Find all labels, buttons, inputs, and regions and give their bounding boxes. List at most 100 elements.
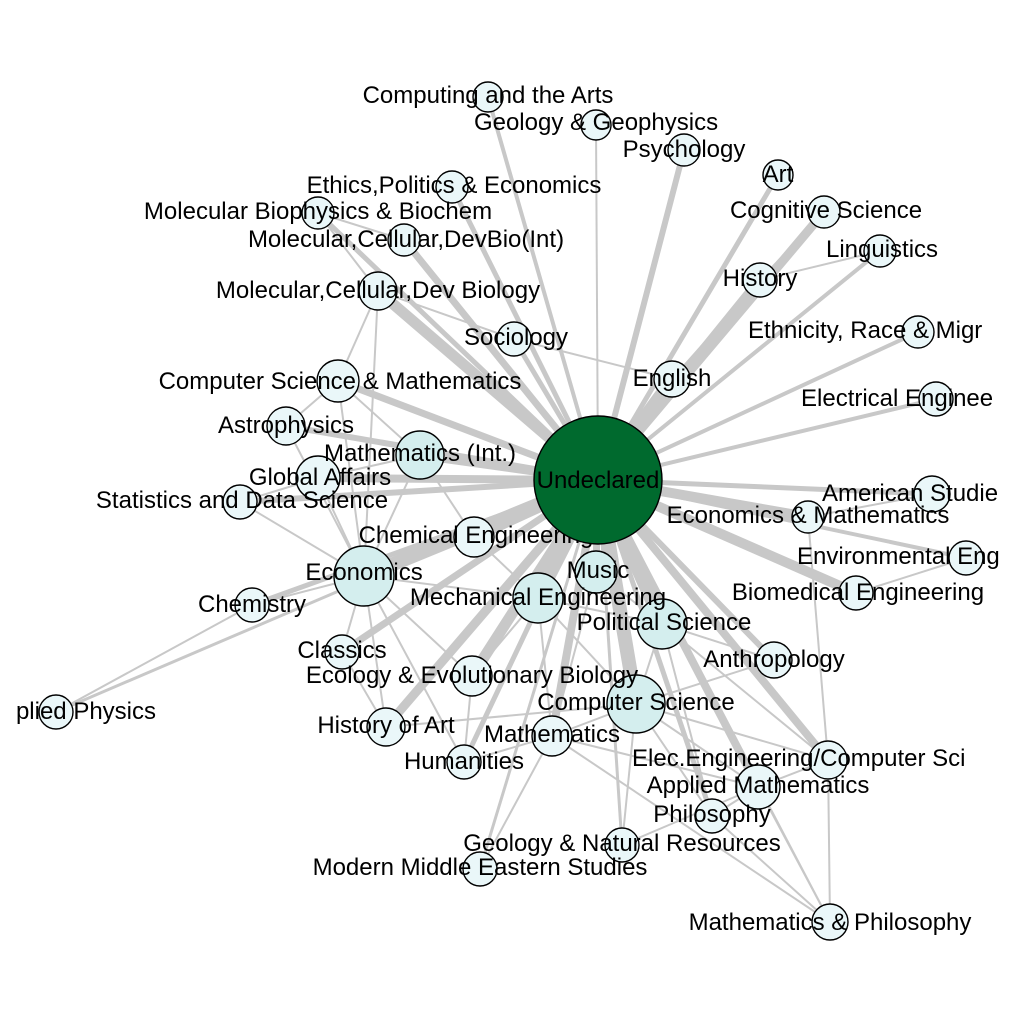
node-chemical-engineering[interactable] xyxy=(453,516,495,558)
node-circle xyxy=(512,572,564,624)
node-applied-physics[interactable] xyxy=(38,694,74,730)
node-philosophy[interactable] xyxy=(694,798,730,834)
node-cs-math[interactable] xyxy=(316,359,360,403)
node-circle xyxy=(358,271,398,311)
node-computing-arts[interactable] xyxy=(472,81,504,113)
center-node-label: Undeclared xyxy=(537,467,660,494)
node-label-modern-middle-eastern: Modern Middle Eastern Studies xyxy=(313,854,648,881)
node-circle xyxy=(462,851,498,887)
edge-geology-natural-resources-applied-mathematics xyxy=(621,786,759,846)
node-circle xyxy=(901,315,935,349)
node-anthropology[interactable] xyxy=(755,641,793,679)
node-linguistics[interactable] xyxy=(863,234,897,268)
node-mathematics[interactable] xyxy=(531,715,573,757)
node-chemistry[interactable] xyxy=(234,587,270,623)
node-circle xyxy=(446,744,482,780)
node-ethnicity-race[interactable] xyxy=(901,315,935,349)
node-environmental-engineering[interactable] xyxy=(948,540,984,576)
node-label-english: English xyxy=(633,365,712,392)
node-circle xyxy=(301,196,335,230)
node-label-philosophy: Philosophy xyxy=(653,801,770,828)
node-computer-science[interactable] xyxy=(606,674,666,734)
node-label-economics-mathematics: Economics & Mathematics xyxy=(667,502,950,529)
edge-linguistics-history xyxy=(759,250,881,281)
node-history[interactable] xyxy=(742,262,778,298)
node-applied-mathematics[interactable] xyxy=(735,764,781,810)
edge-computer-science-history-of-art xyxy=(385,703,637,728)
node-english[interactable] xyxy=(653,360,691,398)
node-classics[interactable] xyxy=(324,634,360,670)
node-label-environmental-engineering: Environmental Eng xyxy=(797,543,1000,570)
edge-ee-cs-math-philosophy xyxy=(827,759,831,923)
edge-mcdb-sociology xyxy=(377,290,515,340)
node-label-mathematics: Mathematics xyxy=(484,721,620,748)
edge-undeclared-applied-physics xyxy=(54,478,600,714)
edge-mathematics-applied-mathematics xyxy=(551,735,759,788)
node-circle xyxy=(266,406,306,446)
edge-undeclared-math-philosophy xyxy=(597,479,831,923)
node-ecology-evolutionary-biology[interactable] xyxy=(451,655,493,697)
node-modern-middle-eastern[interactable] xyxy=(462,851,498,887)
node-electrical-engineering[interactable] xyxy=(918,381,954,417)
node-economics-mathematics[interactable] xyxy=(791,500,825,534)
node-circle xyxy=(755,641,793,679)
node-mechanical-engineering[interactable] xyxy=(512,572,564,624)
node-art[interactable] xyxy=(762,159,794,191)
node-molecular-biophysics[interactable] xyxy=(301,196,335,230)
node-label-economics: Economics xyxy=(305,559,422,586)
node-political-science[interactable] xyxy=(636,598,688,650)
node-label-chemistry: Chemistry xyxy=(198,591,306,618)
node-history-of-art[interactable] xyxy=(366,707,406,747)
edge-biomedical-engineering-environmental-engineering xyxy=(855,557,967,594)
node-circle xyxy=(742,262,778,298)
node-music[interactable] xyxy=(574,550,618,594)
node-economics[interactable] xyxy=(333,545,395,607)
node-label-global-affairs: Global Affairs xyxy=(249,464,391,491)
node-label-geology-geophysics: Geology & Geophysics xyxy=(474,109,718,136)
node-biomedical-engineering[interactable] xyxy=(838,575,874,611)
node-humanities[interactable] xyxy=(446,744,482,780)
node-geology-natural-resources[interactable] xyxy=(604,827,640,863)
node-geology-geophysics[interactable] xyxy=(580,109,612,141)
node-psychology[interactable] xyxy=(667,133,701,167)
node-global-affairs[interactable] xyxy=(295,455,341,501)
node-circle xyxy=(807,195,841,229)
node-label-statistics-data-science: Statistics and Data Science xyxy=(96,487,388,514)
node-ee-cs[interactable] xyxy=(808,740,848,780)
node-label-cs-math: Computer Science & Mathematics xyxy=(159,368,522,395)
node-circle xyxy=(472,81,504,113)
node-cognitive-science[interactable] xyxy=(807,195,841,229)
node-statistics-data-science[interactable] xyxy=(222,484,258,520)
center-node-circle xyxy=(533,415,663,545)
node-circle xyxy=(574,550,618,594)
node-mathematics-int[interactable] xyxy=(395,430,445,480)
node-label-american-studies: American Studie xyxy=(822,480,998,507)
edge-political-science-ee-cs xyxy=(661,623,829,761)
center-node-undeclared[interactable]: Undeclared xyxy=(533,415,663,545)
edge-economics-humanities xyxy=(363,575,465,763)
node-circle xyxy=(653,360,691,398)
node-circle xyxy=(918,381,954,417)
node-circle xyxy=(791,500,825,534)
node-label-cognitive-science: Cognitive Science xyxy=(730,197,922,224)
node-ethics-politics-economics[interactable] xyxy=(435,170,469,204)
node-circle xyxy=(811,903,849,941)
edge-chemistry-applied-physics xyxy=(55,604,253,713)
node-label-ethnicity-race: Ethnicity, Race & Migr xyxy=(748,317,982,344)
node-circle xyxy=(387,223,421,257)
node-circle xyxy=(222,484,258,520)
node-astrophysics[interactable] xyxy=(266,406,306,446)
node-label-mechanical-engineering: Mechanical Engineering xyxy=(410,584,666,611)
node-label-biomedical-engineering: Biomedical Engineering xyxy=(732,579,984,606)
node-sociology[interactable] xyxy=(496,321,532,357)
node-mcdb-int[interactable] xyxy=(387,223,421,257)
node-mcdb[interactable] xyxy=(358,271,398,311)
node-label-geology-natural-resources: Geology & Natural Resources xyxy=(463,830,780,857)
node-label-ee-cs: Elec.Engineering/Computer Sci xyxy=(632,745,966,772)
node-label-humanities: Humanities xyxy=(404,748,524,775)
node-math-philosophy[interactable] xyxy=(811,903,849,941)
node-circle xyxy=(496,321,532,357)
node-american-studies[interactable] xyxy=(913,475,951,513)
